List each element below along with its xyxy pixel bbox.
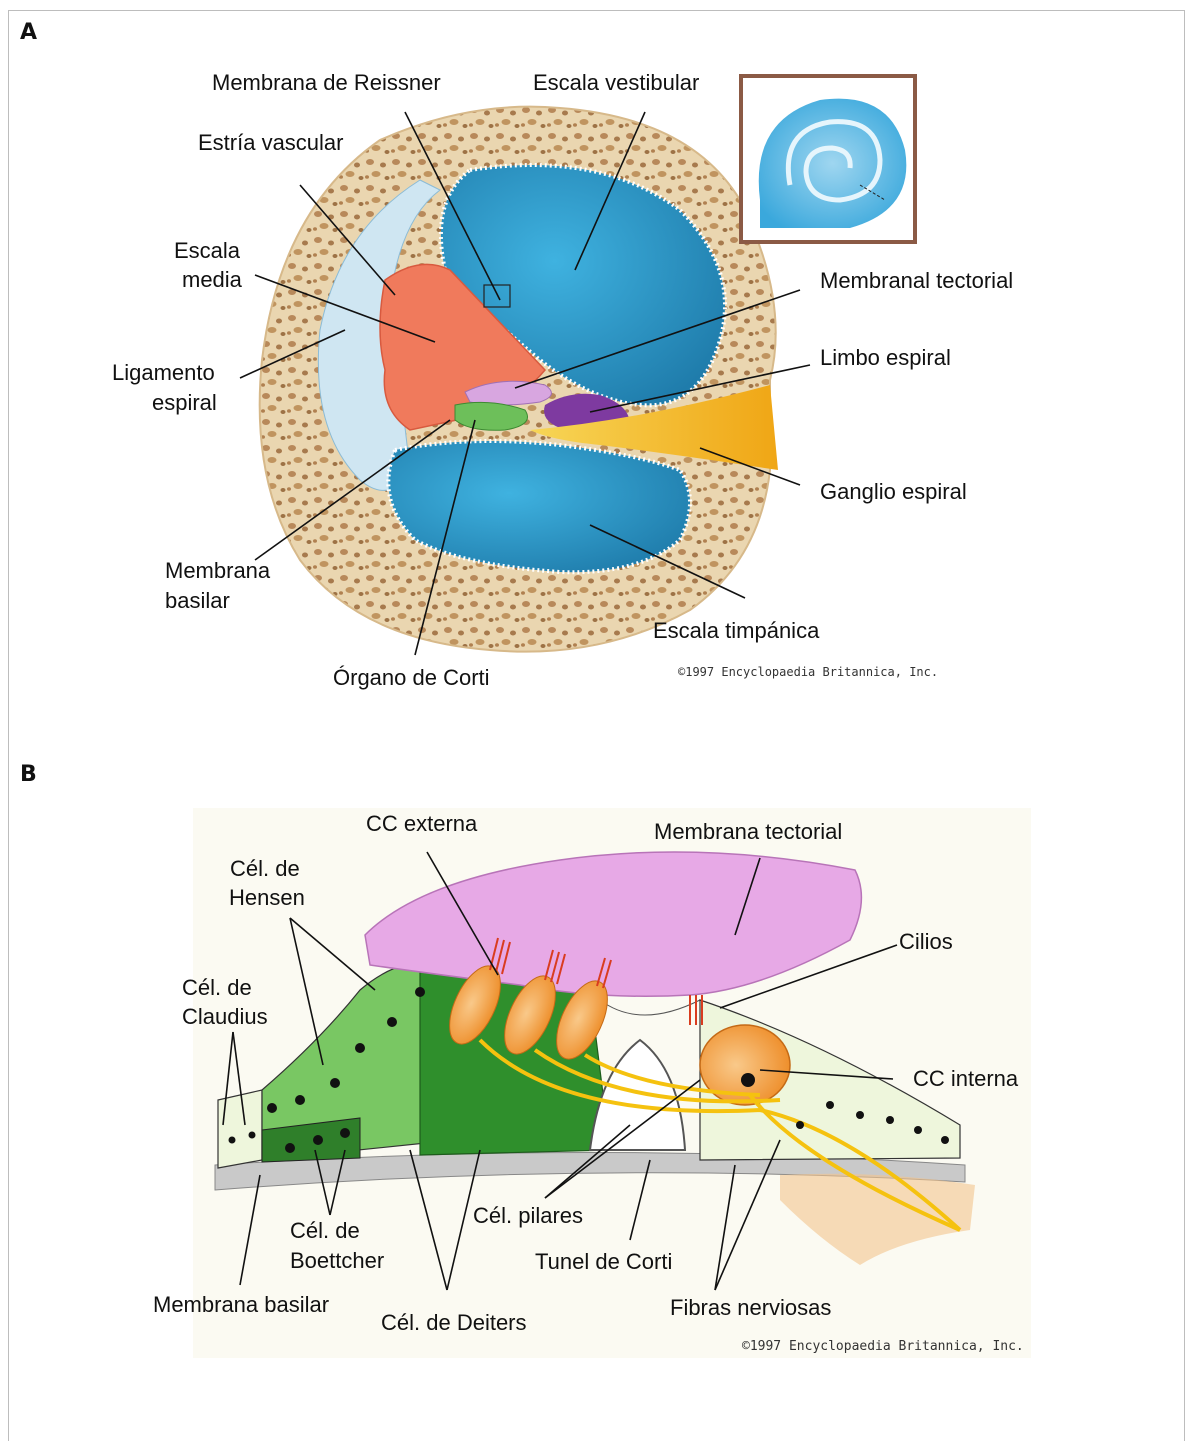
- label-membrana-basilar-b: Membrana basilar: [153, 1292, 329, 1317]
- cochlea-inset: [741, 76, 915, 242]
- copyright-b: ©1997 Encyclopaedia Britannica, Inc.: [742, 1339, 1024, 1354]
- label-cc-interna: CC interna: [913, 1066, 1019, 1091]
- label-cel-pilares: Cél. pilares: [473, 1203, 583, 1228]
- label-estria-vascular: Estría vascular: [198, 130, 344, 155]
- label-cel-deiters: Cél. de Deiters: [381, 1310, 527, 1335]
- label-ganglio-espiral: Ganglio espiral: [820, 479, 967, 504]
- label-cilios: Cilios: [899, 929, 953, 954]
- label-escala-media-2: media: [182, 267, 243, 292]
- label-hensen-1: Cél. de: [230, 856, 300, 881]
- label-boettcher-2: Boettcher: [290, 1248, 384, 1273]
- label-boettcher-1: Cél. de: [290, 1218, 360, 1243]
- claudius-cells: [218, 1090, 262, 1168]
- label-organo-corti: Órgano de Corti: [333, 665, 490, 690]
- label-membrana-reissner: Membrana de Reissner: [212, 70, 441, 95]
- label-membrana-tectorial-b: Membrana tectorial: [654, 819, 842, 844]
- label-membrana-basilar-a-1: Membrana: [165, 558, 271, 583]
- label-hensen-2: Hensen: [229, 885, 305, 910]
- label-escala-media-1: Escala: [174, 238, 241, 263]
- label-claudius-1: Cél. de: [182, 975, 252, 1000]
- label-claudius-2: Claudius: [182, 1004, 268, 1029]
- label-ligamento-2: espiral: [152, 390, 217, 415]
- copyright-a: ©1997 Encyclopaedia Britannica, Inc.: [678, 665, 938, 679]
- label-limbo-espiral: Limbo espiral: [820, 345, 951, 370]
- label-fibras-nerviosas: Fibras nerviosas: [670, 1295, 831, 1320]
- label-cc-externa: CC externa: [366, 811, 478, 836]
- label-escala-timpanica: Escala timpánica: [653, 618, 820, 643]
- panel-a-illustration: [260, 107, 778, 652]
- label-ligamento-1: Ligamento: [112, 360, 215, 385]
- label-membrana-basilar-a-2: basilar: [165, 588, 230, 613]
- label-tunel-corti: Tunel de Corti: [535, 1249, 672, 1274]
- label-membrana-tectorial-a: Membranal tectorial: [820, 268, 1013, 293]
- label-escala-vestibular: Escala vestibular: [533, 70, 699, 95]
- panel-b-illustration: [193, 808, 1031, 1358]
